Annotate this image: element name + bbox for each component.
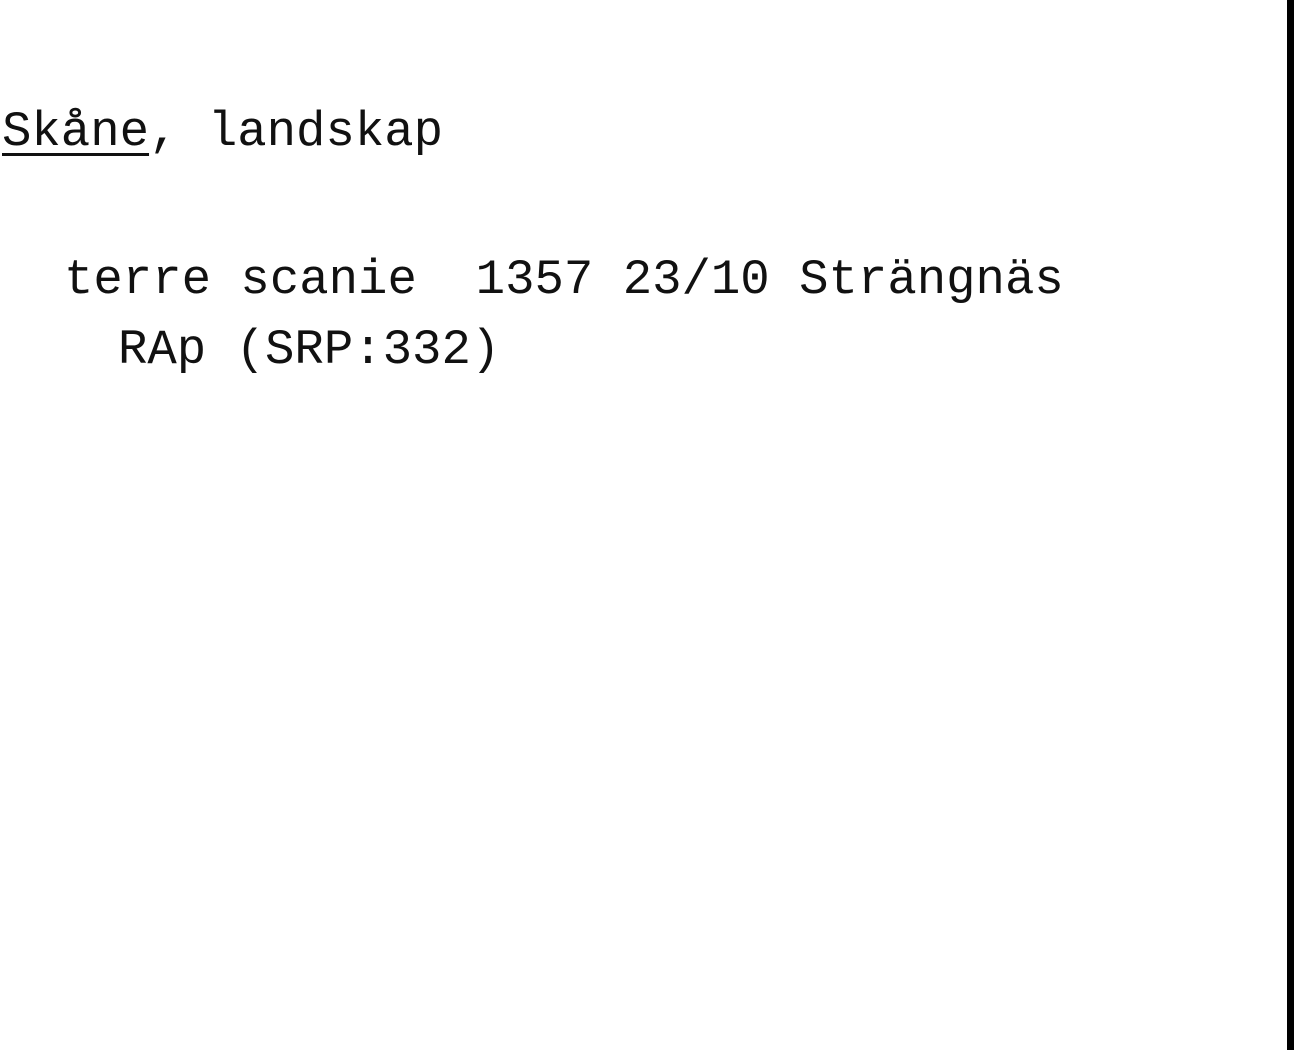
card-entry: terre scanie 1357 23/10 Strängnäs	[64, 252, 1064, 308]
card-heading: Skåne, landskap	[2, 108, 443, 157]
card-edge-border	[1287, 0, 1294, 1050]
heading-term: Skåne	[2, 104, 150, 160]
card-source: RAp (SRP:332)	[118, 322, 501, 378]
heading-rest: , landskap	[149, 104, 444, 160]
